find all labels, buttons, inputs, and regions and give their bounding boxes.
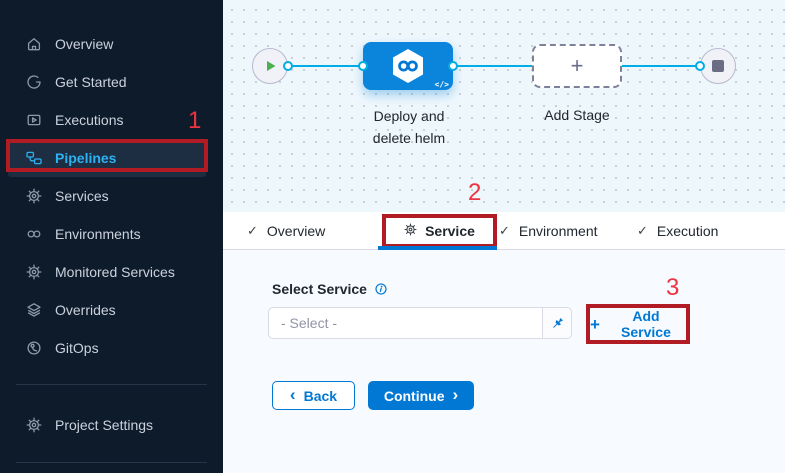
pipeline-connector-line — [620, 65, 704, 67]
chevron-left-icon: ‹ — [290, 386, 296, 403]
select-service-dropdown[interactable]: - Select - — [268, 307, 572, 339]
home-icon — [26, 36, 42, 52]
sidebar-item-label: Project Settings — [55, 417, 153, 433]
tab-overview[interactable]: ✓ Overview — [247, 212, 325, 249]
connector-dot — [283, 61, 293, 71]
sidebar-item-label: Services — [55, 188, 109, 204]
code-badge: </> — [435, 80, 449, 89]
gear-icon — [26, 264, 42, 280]
gear-icon — [26, 417, 42, 433]
tab-label: Environment — [519, 223, 598, 239]
check-icon: ✓ — [499, 223, 510, 239]
sidebar-divider — [16, 462, 207, 463]
tab-label: Overview — [267, 223, 325, 239]
plus-icon: + — [571, 53, 584, 79]
check-icon: ✓ — [247, 223, 258, 239]
sidebar-item-label: Executions — [55, 112, 123, 128]
add-service-label: Add Service — [606, 308, 686, 340]
sidebar-item-monitored-services[interactable]: Monitored Services — [0, 253, 223, 291]
sidebar-nav: Overview Get Started Executions Pipeline… — [0, 25, 223, 367]
chevron-right-icon: › — [452, 386, 458, 403]
sidebar-item-project-settings[interactable]: Project Settings — [0, 406, 223, 444]
sidebar-divider — [16, 384, 207, 385]
annotation-number-2: 2 — [468, 181, 481, 205]
connector-dot — [448, 61, 458, 71]
sidebar-item-pipelines[interactable]: Pipelines — [8, 139, 206, 177]
tab-label: Service — [425, 223, 475, 239]
back-button[interactable]: ‹ Back — [272, 381, 355, 410]
stop-square-icon — [712, 60, 724, 72]
pipeline-end-node — [700, 48, 736, 84]
gear-icon — [404, 223, 417, 239]
sidebar-item-services[interactable]: Services — [0, 177, 223, 215]
plus-icon: + — [590, 316, 600, 333]
field-label-text: Select Service — [272, 281, 367, 297]
check-icon: ✓ — [637, 223, 648, 239]
tab-execution[interactable]: ✓ Execution — [637, 212, 718, 249]
sidebar-item-overrides[interactable]: Overrides — [0, 291, 223, 329]
sidebar-item-gitops[interactable]: GitOps — [0, 329, 223, 367]
stage-config-tabbar: ✓ Overview Service ✓ Environment ✓ Execu… — [223, 212, 785, 250]
sidebar-item-overview[interactable]: Overview — [0, 25, 223, 63]
add-service-button[interactable]: + Add Service — [590, 308, 686, 340]
sidebar-project-settings-section: Project Settings — [0, 406, 223, 444]
sidebar: Overview Get Started Executions Pipeline… — [0, 0, 223, 473]
service-config-panel: Select Service - Select - — [223, 250, 785, 473]
helm-deploy-hexagon-icon — [390, 47, 426, 85]
sidebar-item-label: Overview — [55, 36, 113, 52]
layers-icon — [26, 302, 42, 318]
select-service-value[interactable]: - Select - — [269, 308, 542, 338]
play-icon — [263, 59, 277, 73]
get-started-icon — [26, 74, 42, 90]
sidebar-item-environments[interactable]: Environments — [0, 215, 223, 253]
pipeline-connector-line — [451, 65, 534, 67]
gitops-icon — [26, 340, 42, 356]
executions-play-icon — [26, 112, 42, 128]
annotation-box-3: + Add Service — [586, 304, 690, 344]
pipelines-icon — [26, 150, 42, 166]
pushpin-icon — [550, 316, 565, 331]
connector-dot — [695, 61, 705, 71]
stage-name-label: Deploy and delete helm — [362, 105, 456, 150]
select-service-field-label: Select Service — [272, 281, 388, 297]
continue-button[interactable]: Continue › — [368, 381, 474, 410]
sidebar-item-label: Environments — [55, 226, 141, 242]
connector-dot — [358, 61, 368, 71]
stage-node-deploy[interactable]: </> — [363, 42, 453, 90]
pipeline-connector-line — [288, 65, 365, 67]
sidebar-item-label: GitOps — [55, 340, 99, 356]
sidebar-item-label: Monitored Services — [55, 264, 175, 280]
add-stage-label: Add Stage — [532, 107, 622, 123]
pipeline-canvas[interactable]: </> + Deploy and delete helm Add Stage 2 — [223, 0, 785, 212]
back-button-label: Back — [304, 388, 337, 404]
annotation-number-1: 1 — [188, 109, 201, 133]
info-icon[interactable] — [372, 281, 389, 298]
environments-icon — [26, 226, 42, 242]
continue-button-label: Continue — [384, 388, 445, 404]
tab-environment[interactable]: ✓ Environment — [499, 212, 598, 249]
annotation-number-3: 3 — [666, 276, 679, 300]
sidebar-item-label: Overrides — [55, 302, 116, 318]
sidebar-item-label: Pipelines — [55, 150, 116, 166]
pin-runtime-input-button[interactable] — [542, 308, 571, 338]
sidebar-item-get-started[interactable]: Get Started — [0, 63, 223, 101]
tab-service[interactable]: Service — [382, 214, 497, 248]
sidebar-item-label: Get Started — [55, 74, 127, 90]
gear-icon — [26, 188, 42, 204]
add-stage-button[interactable]: + — [532, 44, 622, 88]
tab-label: Execution — [657, 223, 718, 239]
